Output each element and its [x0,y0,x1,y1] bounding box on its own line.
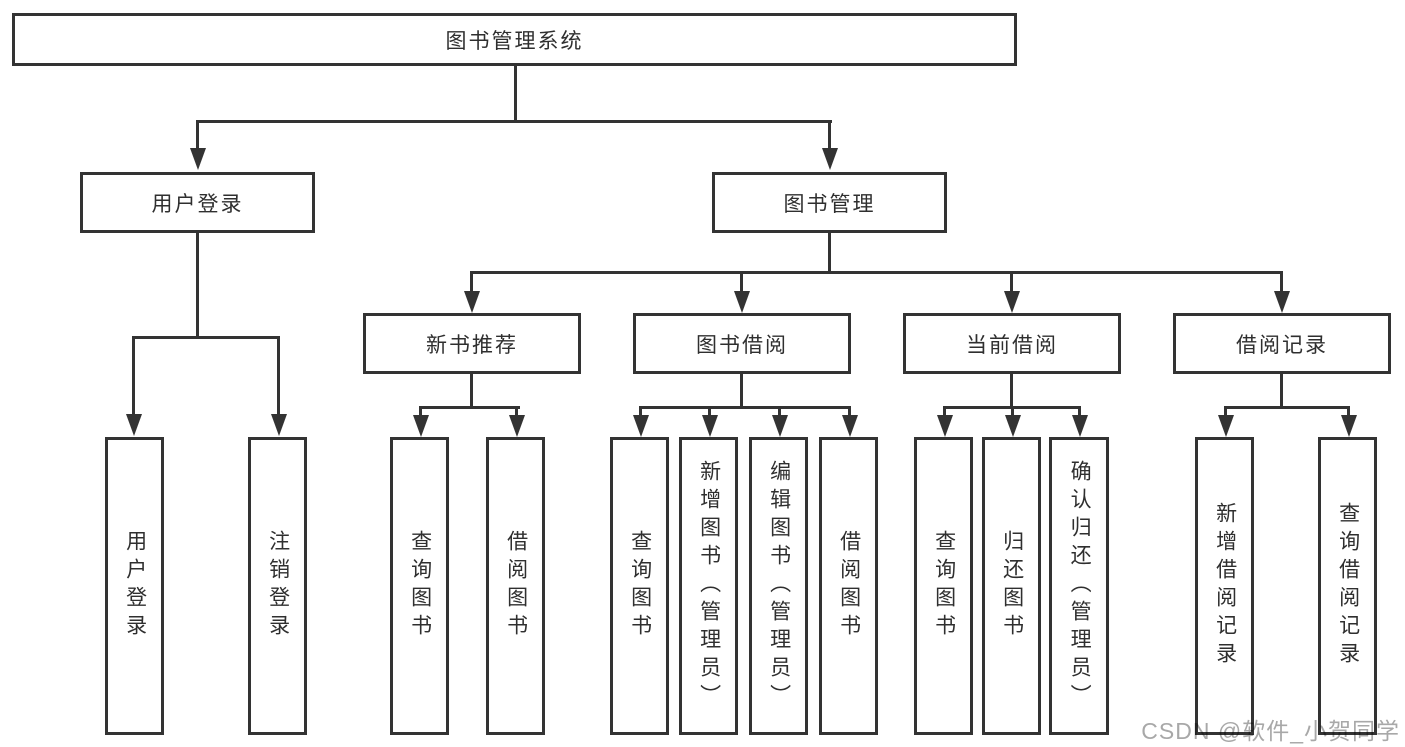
arrow-down-icon [509,415,525,437]
node-new-book-recommend: 新书推荐 [363,313,581,374]
node-br-add-record-label: 新增借阅记录 [1213,502,1237,670]
connector-stub-current-borrow [1010,271,1013,293]
node-logout-action-label: 注销登录 [266,530,290,642]
node-br-query-record-label: 查询借阅记录 [1336,502,1360,670]
node-user-login: 用户登录 [80,172,315,233]
connector-user-login-drop [196,233,199,336]
connector-stub [419,406,422,418]
arrow-down-icon [126,414,142,436]
node-cb-confirm-return-admin: 确认归还（管理员） [1049,437,1109,735]
connector-stub [515,406,518,418]
arrow-down-icon [633,415,649,437]
csdn-watermark: CSDN @软件_小贺同学 [1141,718,1400,744]
connector-book-mgmt-rail [470,271,1283,274]
node-book-management: 图书管理 [712,172,947,233]
connector-stub [1078,406,1081,418]
connector-stub [1224,406,1227,418]
connector-book-borrow-rail [639,406,851,409]
arrow-down-icon [734,291,750,313]
node-logout-action: 注销登录 [248,437,307,735]
connector-stub-logout [277,336,280,416]
connector-stub [848,406,851,418]
arrow-down-icon [702,415,718,437]
connector-stub-book-mgmt [828,120,831,152]
arrow-down-icon [1004,291,1020,313]
node-bb-borrow-books: 借阅图书 [819,437,878,735]
node-nb-query-books-label: 查询图书 [408,530,432,642]
node-bb-query-books-label: 查询图书 [628,530,652,642]
node-br-query-record: 查询借阅记录 [1318,437,1377,735]
connector-stub [639,406,642,418]
node-user-login-label: 用户登录 [151,192,244,216]
node-cb-return-books: 归还图书 [982,437,1041,735]
node-library-management-system-label: 图书管理系统 [445,29,584,53]
node-borrowing-records-label: 借阅记录 [1236,333,1328,357]
node-bb-query-books: 查询图书 [610,437,669,735]
arrow-down-icon [413,415,429,437]
connector-root-rail [196,120,832,123]
node-bb-add-books-admin: 新增图书（管理员） [679,437,738,735]
connector-stub [708,406,711,418]
node-new-book-recommend-label: 新书推荐 [426,333,518,357]
connector-stub [943,406,946,418]
arrow-down-icon [271,414,287,436]
node-book-borrowing: 图书借阅 [633,313,851,374]
node-br-add-record: 新增借阅记录 [1195,437,1254,735]
connector-borrow-records-rail [1224,406,1350,409]
node-cb-query-books-label: 查询图书 [932,530,956,642]
arrow-down-icon [1005,415,1021,437]
node-bb-edit-books-admin: 编辑图书（管理员） [749,437,808,735]
arrow-down-icon [1341,415,1357,437]
node-nb-borrow-books-label: 借阅图书 [504,530,528,642]
connector-book-borrow-drop [740,374,743,409]
connector-borrow-records-drop [1280,374,1283,409]
node-user-login-action-label: 用户登录 [123,530,147,642]
arrow-down-icon [190,148,206,170]
node-cb-query-books: 查询图书 [914,437,973,735]
node-bb-edit-books-admin-label: 编辑图书（管理员） [767,460,791,712]
connector-stub [1011,406,1014,418]
node-current-borrowing: 当前借阅 [903,313,1121,374]
node-nb-query-books: 查询图书 [390,437,449,735]
arrow-down-icon [1218,415,1234,437]
node-bb-borrow-books-label: 借阅图书 [837,530,861,642]
arrow-down-icon [822,148,838,170]
connector-stub-user-login [196,120,199,152]
connector-stub [1347,406,1350,418]
connector-stub-new-book [470,271,473,293]
node-user-login-action: 用户登录 [105,437,164,735]
arrow-down-icon [842,415,858,437]
connector-user-login-rail [132,336,280,339]
node-book-borrowing-label: 图书借阅 [696,333,788,357]
connector-new-book-drop [470,374,473,409]
connector-current-borrow-drop [1010,374,1013,409]
node-borrowing-records: 借阅记录 [1173,313,1391,374]
node-bb-add-books-admin-label: 新增图书（管理员） [697,460,721,712]
node-cb-return-books-label: 归还图书 [1000,530,1024,642]
node-library-management-system: 图书管理系统 [12,13,1017,66]
node-cb-confirm-return-admin-label: 确认归还（管理员） [1068,460,1092,712]
connector-stub [778,406,781,418]
arrow-down-icon [772,415,788,437]
arrow-down-icon [464,291,480,313]
connector-book-mgmt-drop [828,233,831,273]
arrow-down-icon [1274,291,1290,313]
node-nb-borrow-books: 借阅图书 [486,437,545,735]
connector-stub-book-borrow [740,271,743,293]
arrow-down-icon [1072,415,1088,437]
connector-stub-borrow-records [1280,271,1283,293]
node-book-management-label: 图书管理 [783,192,876,216]
connector-root-drop [514,66,517,120]
arrow-down-icon [937,415,953,437]
connector-stub-login [132,336,135,416]
node-current-borrowing-label: 当前借阅 [966,333,1058,357]
connector-new-book-rail [419,406,520,409]
